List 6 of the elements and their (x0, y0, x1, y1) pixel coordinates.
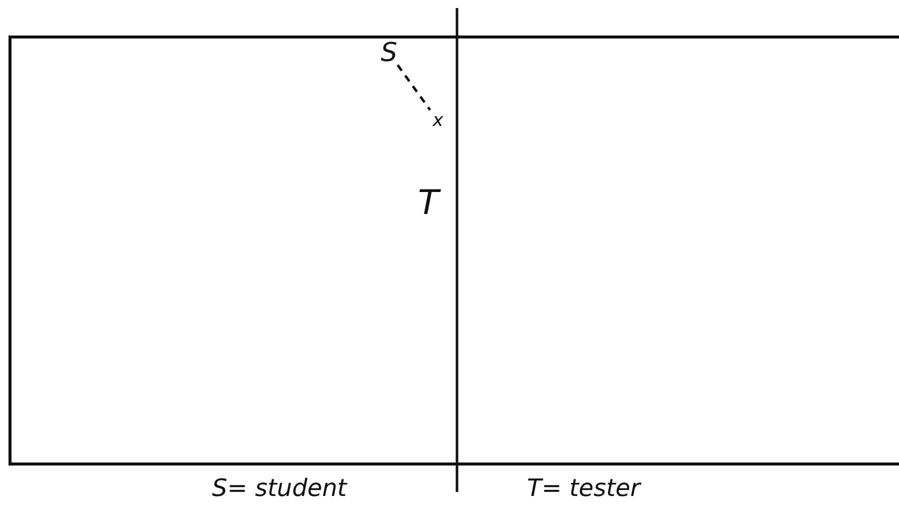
leader-line (396, 64, 432, 111)
position-mark: x (430, 110, 446, 132)
legend-note: S= student (212, 476, 347, 500)
student-marker: S (380, 41, 398, 65)
tester-marker: T (418, 186, 439, 220)
legend-note: T= tester (527, 476, 640, 500)
